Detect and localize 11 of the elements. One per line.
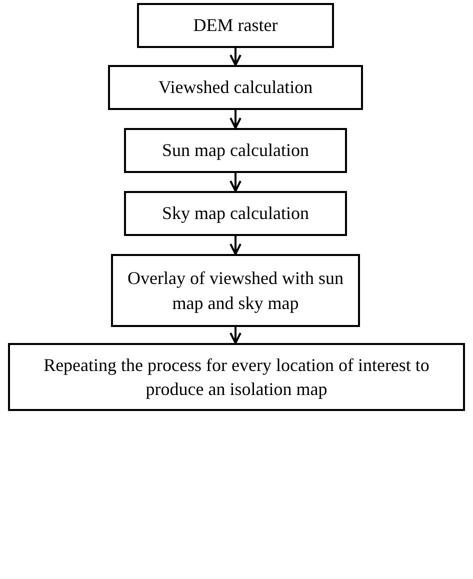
process-box: Sun map calculation	[124, 128, 347, 173]
process-box: Sky map calculation	[124, 191, 347, 236]
arrow	[230, 48, 242, 66]
process-box: Repeating the process for every location of interest to produce an isolation map	[8, 343, 465, 411]
arrow	[230, 236, 242, 255]
process-box: Viewshed calculation	[108, 65, 363, 110]
process-box: Overlay of viewshed with sun map and sky map	[111, 254, 360, 327]
process-box: DEM raster	[137, 3, 334, 48]
arrow	[230, 327, 242, 344]
arrow	[230, 110, 242, 129]
arrow	[230, 173, 242, 192]
